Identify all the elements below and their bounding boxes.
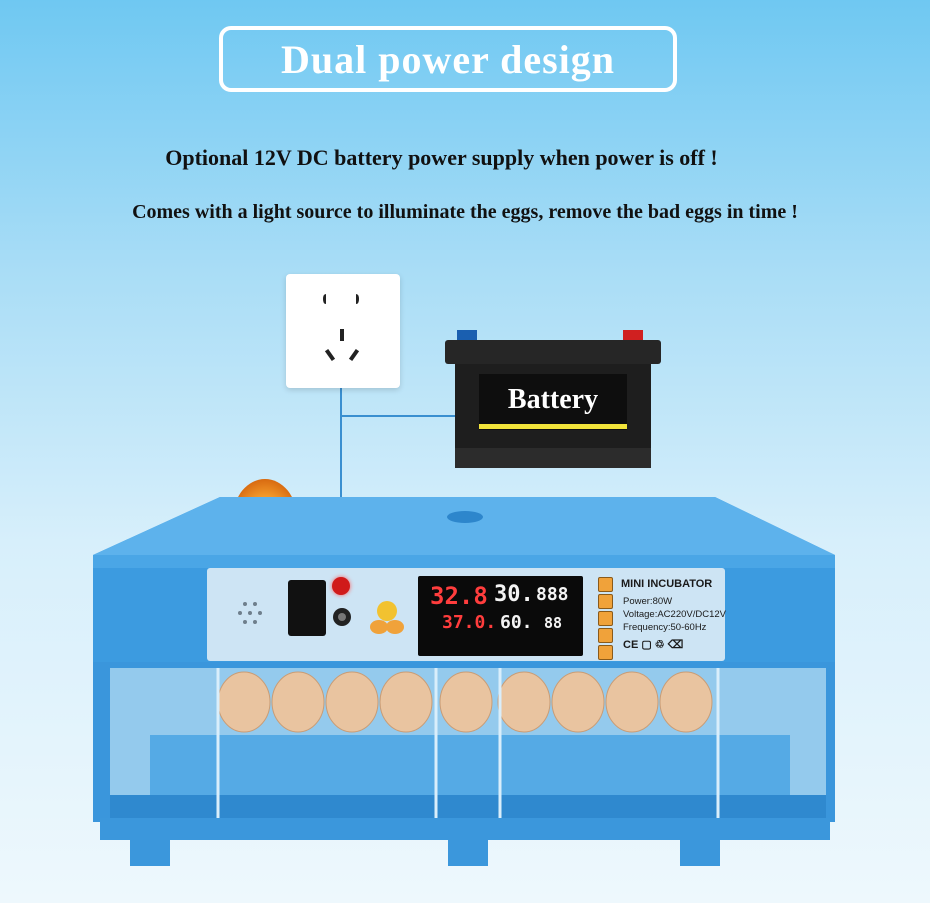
display-temperature: 32.8 (430, 582, 488, 610)
speaker-grille-icon (238, 602, 262, 624)
down-button[interactable] (598, 611, 613, 626)
lcd-display: 32.8 30. 888 37.0. 60. 88 (418, 576, 583, 656)
power-inlet[interactable] (288, 580, 326, 636)
page-title: Dual power design (280, 36, 616, 82)
certification-marks: CE ▢ ♲ ⌫ (623, 639, 684, 651)
wire-horizontal (340, 415, 455, 417)
set-button[interactable] (598, 577, 613, 592)
light-button[interactable] (598, 645, 613, 660)
spec-frequency: Frequency:50-60Hz (623, 622, 707, 633)
page-title-box: Dual power design (219, 26, 677, 92)
display-set-days: 88 (544, 614, 563, 632)
power-indicator-light (332, 577, 350, 595)
spec-power: Power:80W (623, 596, 673, 607)
up-button[interactable] (598, 594, 613, 609)
display-set-temperature: 37.0. (442, 612, 497, 633)
product-name: MINI INCUBATOR (621, 578, 713, 590)
power-socket-icon (286, 274, 400, 388)
feature-line-battery: Optional 12V DC battery power supply whe… (165, 145, 718, 170)
battery-label: Battery (507, 384, 599, 415)
wire-vertical (340, 388, 342, 580)
control-buttons (598, 577, 613, 662)
mascot-logo (370, 601, 404, 634)
spec-label-plate: MINI INCUBATOR Power:80W Voltage:AC220V/… (617, 576, 726, 658)
dc-power-jack-icon[interactable] (331, 606, 353, 628)
display-days: 888 (536, 584, 569, 605)
spec-voltage: Voltage:AC220V/DC12V (623, 609, 726, 620)
battery-icon: Battery (445, 320, 661, 470)
mode-button[interactable] (598, 628, 613, 643)
feature-line-light: Comes with a light source to illuminate … (132, 201, 798, 223)
display-humidity: 30. (494, 582, 534, 607)
display-set-humidity: 60. (500, 612, 533, 633)
